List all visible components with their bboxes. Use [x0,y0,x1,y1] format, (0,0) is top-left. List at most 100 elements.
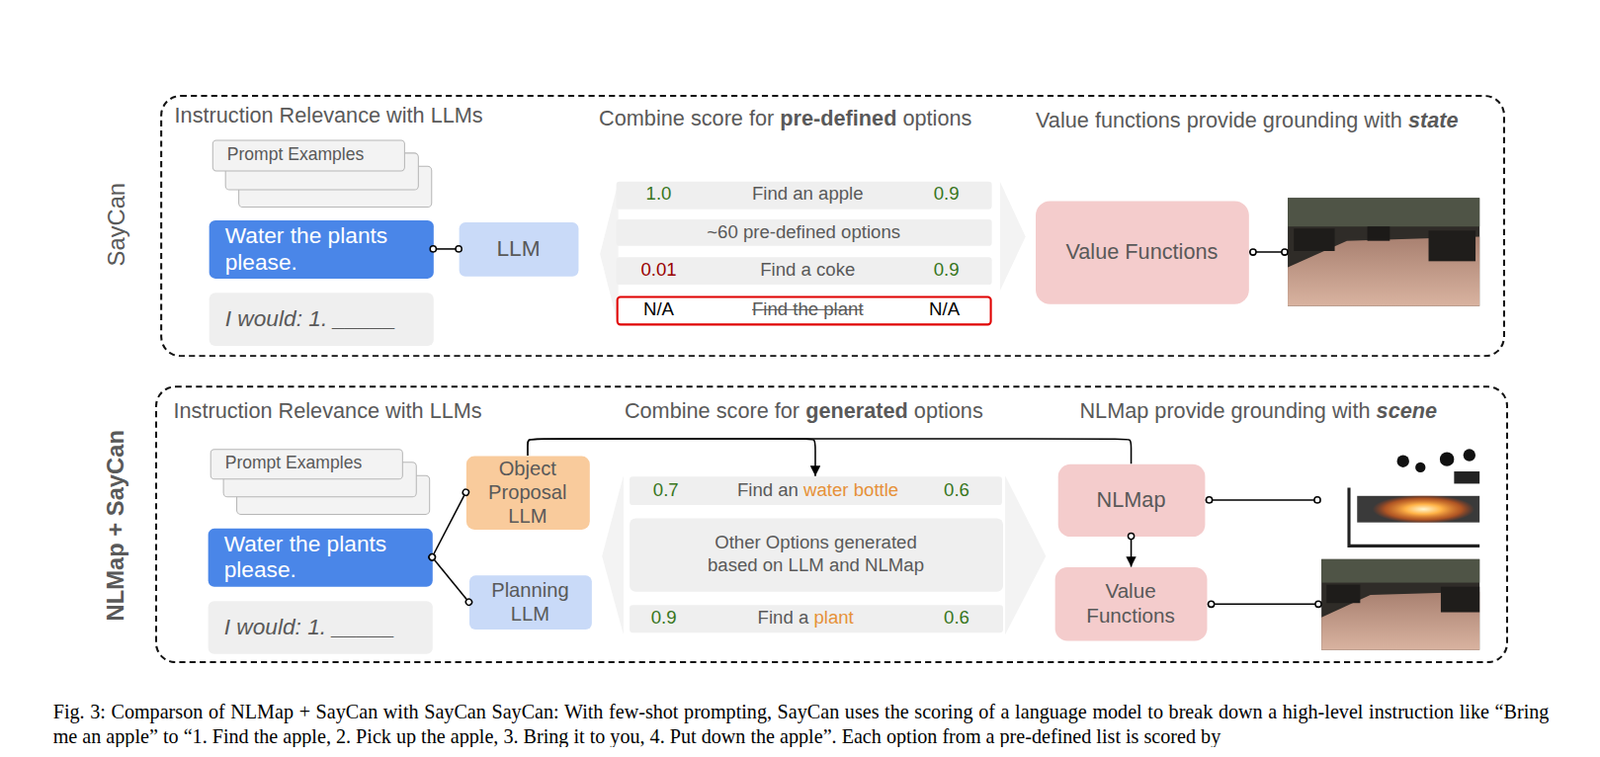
panel: NLMap + SayCanInstruction Relevance with… [155,385,1509,664]
node-text: scene [1376,399,1437,425]
text-slot: NLMap [1057,463,1205,536]
connector [527,438,816,477]
text-slot: Combine score forgeneratedoptions [624,399,984,425]
node-text: 0.9 [933,259,960,282]
connector [527,438,1132,464]
node-text: Find an [737,479,799,502]
scene-photo [1287,197,1480,306]
text-slot: Other Options generated based on LLM and… [629,517,1004,591]
text-slot: Prompt Examples [225,449,398,479]
node-text: Instruction Relevance with LLMs [173,399,483,425]
model-box: LLM [458,222,579,277]
node-text: N/A [643,299,674,322]
funnel-wedge [601,475,624,635]
text-slot: Water the plants please. [224,527,429,587]
node-text: Combine score for [598,105,774,132]
text-slot: Water the plants please. [225,220,430,279]
text-slot: Value Functions [1054,567,1207,641]
text-slot: I would: 1. _____ [224,600,429,655]
node-text: Water the plants please. [225,222,420,276]
node-text: plant [813,607,853,630]
option-row: Other Options generated based on LLM and… [629,517,1004,591]
node-text: Find a [757,607,810,630]
node-text: SayCan [103,182,132,266]
text-slot: Planning LLM [468,575,591,630]
node-text: 0.6 [943,479,970,502]
prompt-card: Prompt Examples [211,139,405,171]
model-box: Planning LLM [468,575,591,630]
text-slot: I would: 1. _____ [225,292,430,346]
text-slot: Prompt Examples [227,140,400,170]
text-slot: Find anwater bottle [665,476,972,506]
figure-caption: Fig. 3: Comparson of NLMap + SayCan with… [53,699,1550,750]
node-text: 0.9 [933,183,960,206]
option-row: 0.9Find aplant0.6 [629,604,1004,633]
scene-map [1342,446,1480,554]
panel: SayCanInstruction Relevance with LLMsCom… [160,94,1506,357]
text-slot: Combine score forpre-definedoptions [598,105,972,132]
node-text: Value Functions [1074,579,1187,628]
connector [431,492,466,558]
model-box: Object Proposal LLM [465,455,590,529]
node-text: 0.9 [651,607,677,630]
node-text: 0.7 [653,479,679,502]
text-slot: SayCan [101,20,133,429]
node-text: NLMap provide grounding with [1079,399,1370,425]
text-slot: Object Proposal LLM [465,455,590,529]
option-row: 0.7Find anwater bottle0.6 [629,476,1003,506]
text-slot: Find a coke [654,256,961,285]
node-text: Prompt Examples [225,453,363,475]
node-text: Instruction Relevance with LLMs [174,102,484,129]
prompt-card: Prompt Examples [209,448,403,480]
option-row: N/A Find the plant N/A [615,295,992,326]
node-text: Find the plant [752,299,864,322]
node-text: Find an apple [752,183,864,206]
node-text: I would: 1. _____ [225,305,397,333]
node-text: Value functions provide grounding with [1035,107,1403,134]
node-text: Prompt Examples [227,145,365,167]
text-slot: Value Functions [1034,200,1249,304]
node-text: N/A [928,299,960,322]
prompt-box: I would: 1. _____ [207,600,432,655]
node-text: options [902,105,972,132]
node-text: NLMap [1096,487,1167,513]
node-text: water bottle [803,479,899,502]
node-text: Planning LLM [479,578,582,625]
node-text: 1.0 [646,183,673,206]
text-slot: NLMap + SayCan [100,321,132,730]
instruction-box: Water the plants please. [207,527,432,587]
instruction-box: Water the plants please. [208,220,433,279]
option-row: ~60 pre-defined options [615,218,992,246]
node-text: options [914,399,984,425]
node-text: state [1408,107,1459,134]
text-slot: NLMap provide grounding withscene [1079,399,1437,425]
text-slot: Instruction Relevance with LLMs [174,102,484,129]
node-text: pre-defined [779,105,897,132]
connector [432,248,459,251]
scene-photo [1321,559,1480,651]
connector [1130,536,1133,568]
node-text: 0.6 [943,607,970,630]
funnel-wedge [1000,181,1026,291]
node-text: NLMap + SayCan [102,429,131,621]
text-slot: Value functions provide grounding withst… [1035,107,1459,134]
value-box: Value Functions [1034,200,1249,304]
node-text: Water the plants please. [224,530,419,585]
option-row: 1.0 Find an apple 0.9 [615,180,992,209]
text-slot: Find aplant [652,604,959,633]
node-text: LLM [496,236,540,263]
nlmap-box: NLMap [1057,463,1205,536]
text-slot: Find the plant [654,297,961,324]
node-text: 0.01 [640,259,676,282]
node-text: Combine score for [624,399,800,425]
node-text: Other Options generated based on LLM and… [695,532,936,577]
node-text: Find a coke [759,259,855,282]
value-box: Value Functions [1054,567,1207,641]
funnel-wedge [1005,475,1046,635]
connector [431,557,469,602]
option-row: 0.01 Find a coke 0.9 [615,256,992,285]
node-text: Object Proposal LLM [476,457,579,528]
